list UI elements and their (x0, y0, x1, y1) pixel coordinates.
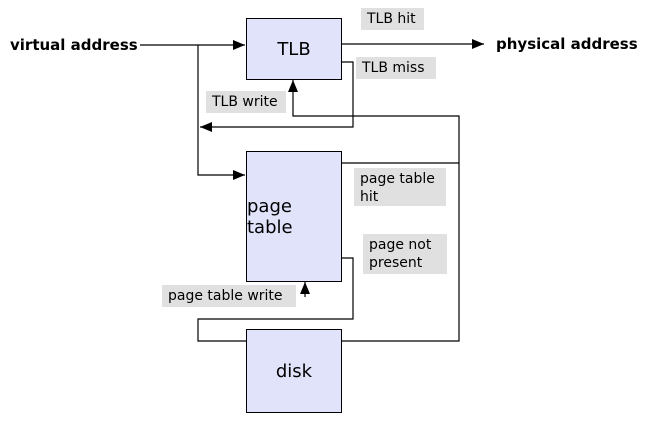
tlb-node: TLB (246, 18, 342, 80)
tlb-miss-label: TLB miss (356, 57, 436, 79)
page-table-hit-label: page table hit (354, 168, 446, 206)
virtual-address-label: virtual address (10, 36, 138, 54)
edge-virtual-to-page-table (197, 45, 245, 180)
page-table-write-label: page table write (162, 285, 296, 307)
edge-page-not-present (197, 257, 354, 342)
disk-node: disk (246, 329, 342, 413)
page-not-present-label: page not present (363, 234, 447, 274)
physical-address-label: physical address (496, 35, 638, 53)
edge-tlb-write (288, 80, 460, 164)
page-table-node: page table (246, 151, 342, 282)
tlb-hit-label: TLB hit (361, 8, 424, 30)
edge-disk-to-page-table (342, 163, 460, 342)
tlb-write-label: TLB write (206, 91, 286, 113)
edge-tlb-miss (200, 61, 354, 132)
